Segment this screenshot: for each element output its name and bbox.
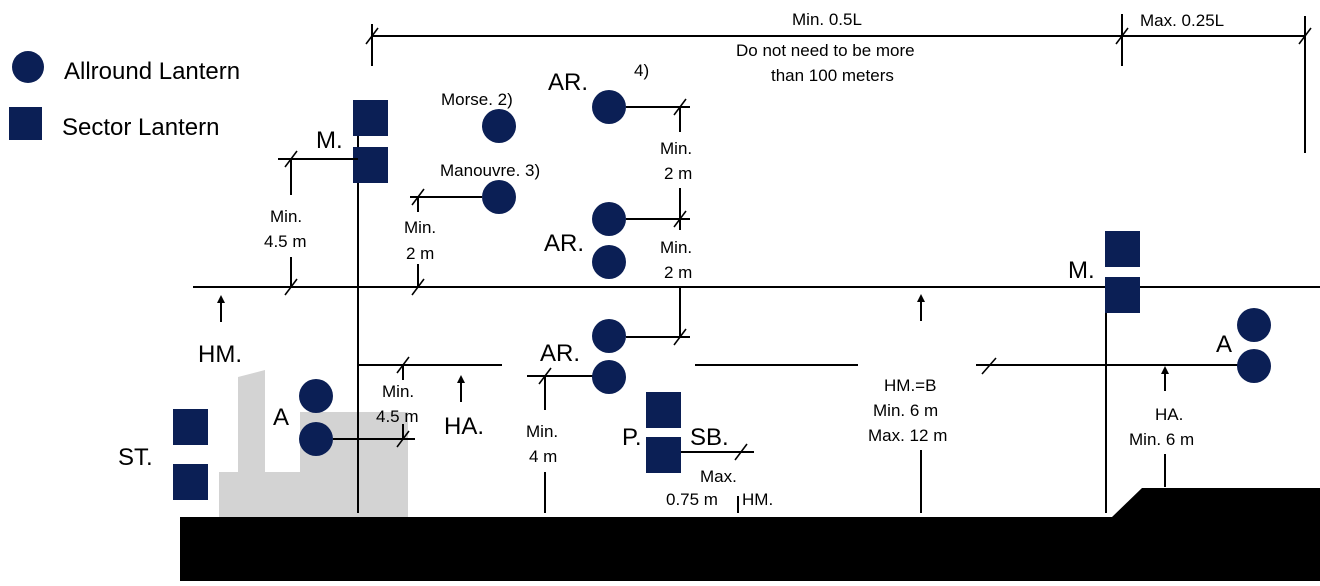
- starboard-label: SB.: [690, 424, 729, 451]
- anchor-left-label: A: [273, 404, 289, 431]
- hm-b-dimension: HM.=B Min. 6 m Max. 12 m: [868, 294, 947, 513]
- stern-lantern-upper: [173, 409, 208, 445]
- anchor-left-lantern-upper: [299, 379, 333, 413]
- manouvre-lantern: [482, 180, 516, 214]
- manouvre-min-2-label-1: Min.: [404, 218, 436, 237]
- legend-allround-label: Allround Lantern: [64, 58, 240, 85]
- note-4-label: 4): [634, 61, 649, 80]
- ar-lower-lantern-upper: [592, 319, 626, 353]
- hull: [180, 488, 1320, 581]
- reference-lines: [193, 286, 1320, 377]
- hm-b-label-3: Max. 12 m: [868, 426, 947, 445]
- ar-middle-lantern-lower: [592, 245, 626, 279]
- aft-masthead-lantern-upper: [353, 100, 388, 136]
- forward-mast: M.: [1068, 231, 1140, 513]
- ar-middle-min-2-label-1: Min.: [660, 238, 692, 257]
- aft-mast-min-45-label-1: Min.: [270, 207, 302, 226]
- stern-label: ST.: [118, 444, 153, 471]
- not-more-than-label-1: Do not need to be more: [736, 41, 915, 60]
- ha-mid-label: HA.: [444, 413, 484, 440]
- ar-top-min-2-label-1: Min.: [660, 139, 692, 158]
- min-half-length-label: Min. 0.5L: [792, 10, 862, 29]
- legend-sector-label: Sector Lantern: [62, 114, 219, 141]
- ar-middle-min-2-label-2: 2 m: [664, 263, 692, 282]
- ar-lower-min-4-label-1: Min.: [526, 422, 558, 441]
- ar-lower-label: AR.: [540, 340, 580, 367]
- side-max-075-label-2: 0.75 m: [666, 490, 718, 509]
- anchor-right-lantern-upper: [1237, 308, 1271, 342]
- forward-mast-label: M.: [1068, 257, 1095, 284]
- anchor-right-label: A: [1216, 331, 1232, 358]
- forward-anchor-lanterns: A HA. Min. 6 m: [1129, 308, 1271, 487]
- manouvre-label: Manouvre. 3): [440, 161, 540, 180]
- hm-b-label-1: HM.=B: [884, 376, 936, 395]
- ha-right-label-2: Min. 6 m: [1129, 430, 1194, 449]
- anchor-right-lantern-lower: [1237, 349, 1271, 383]
- allround-ar-group: AR. 4) Min. 2 m AR. Min. 2 m: [544, 61, 692, 346]
- hm-left-label: HM.: [198, 341, 242, 368]
- length-dimension: Min. 0.5L Max. 0.25L Do not need to be m…: [365, 10, 1312, 153]
- port-label: P.: [622, 424, 642, 451]
- aft-anchor-lanterns: A Min. 4.5 m HA.: [273, 356, 484, 456]
- ship-hull: [180, 370, 1320, 581]
- aft-mast: M. Min. 4.5 m: [264, 100, 388, 513]
- manouvre-min-2-label-2: 2 m: [406, 244, 434, 263]
- aft-mast-min-45-label-2: 4.5 m: [264, 232, 307, 251]
- legend: Allround Lantern Sector Lantern: [9, 51, 240, 141]
- stern-lanterns: ST.: [118, 409, 208, 500]
- side-max-075-label-3: HM.: [742, 490, 773, 509]
- ar-lower-lantern-lower: [592, 360, 626, 394]
- aft-masthead-lantern-lower: [353, 147, 388, 183]
- forward-masthead-lantern-upper: [1105, 231, 1140, 267]
- stern-lantern-lower: [173, 464, 208, 500]
- ar-top-label: AR.: [548, 69, 588, 96]
- anchor-min-45-label-1: Min.: [382, 382, 414, 401]
- ha-right-label-1: HA.: [1155, 405, 1183, 424]
- ar-top-lantern: [592, 90, 626, 124]
- forward-masthead-lantern-lower: [1105, 277, 1140, 313]
- hm-left: HM.: [198, 295, 242, 368]
- aft-mast-label: M.: [316, 127, 343, 154]
- port-lantern: [646, 392, 681, 428]
- ar-middle-label: AR.: [544, 230, 584, 257]
- not-more-than-label-2: than 100 meters: [771, 66, 894, 85]
- anchor-min-45-label-2: 4.5 m: [376, 407, 419, 426]
- starboard-lantern: [646, 437, 681, 473]
- ar-lower-min-4-label-2: 4 m: [529, 447, 557, 466]
- anchor-left-lantern-lower: [299, 422, 333, 456]
- morse-lantern: [482, 109, 516, 143]
- side-lanterns: P. SB. Max. 0.75 m HM.: [622, 392, 773, 513]
- hm-b-label-2: Min. 6 m: [873, 401, 938, 420]
- allround-lantern-legend-icon: [12, 51, 44, 83]
- sector-lantern-legend-icon: [9, 107, 42, 140]
- ar-top-min-2-label-2: 2 m: [664, 164, 692, 183]
- signal-lanterns: Morse. 2) Manouvre. 3) Min. 2 m: [404, 90, 540, 296]
- max-quarter-length-label: Max. 0.25L: [1140, 11, 1224, 30]
- lower-ar-group: AR. Min. 4 m: [526, 319, 626, 513]
- ar-middle-lantern-upper: [592, 202, 626, 236]
- morse-label: Morse. 2): [441, 90, 513, 109]
- side-max-075-label-1: Max.: [700, 467, 737, 486]
